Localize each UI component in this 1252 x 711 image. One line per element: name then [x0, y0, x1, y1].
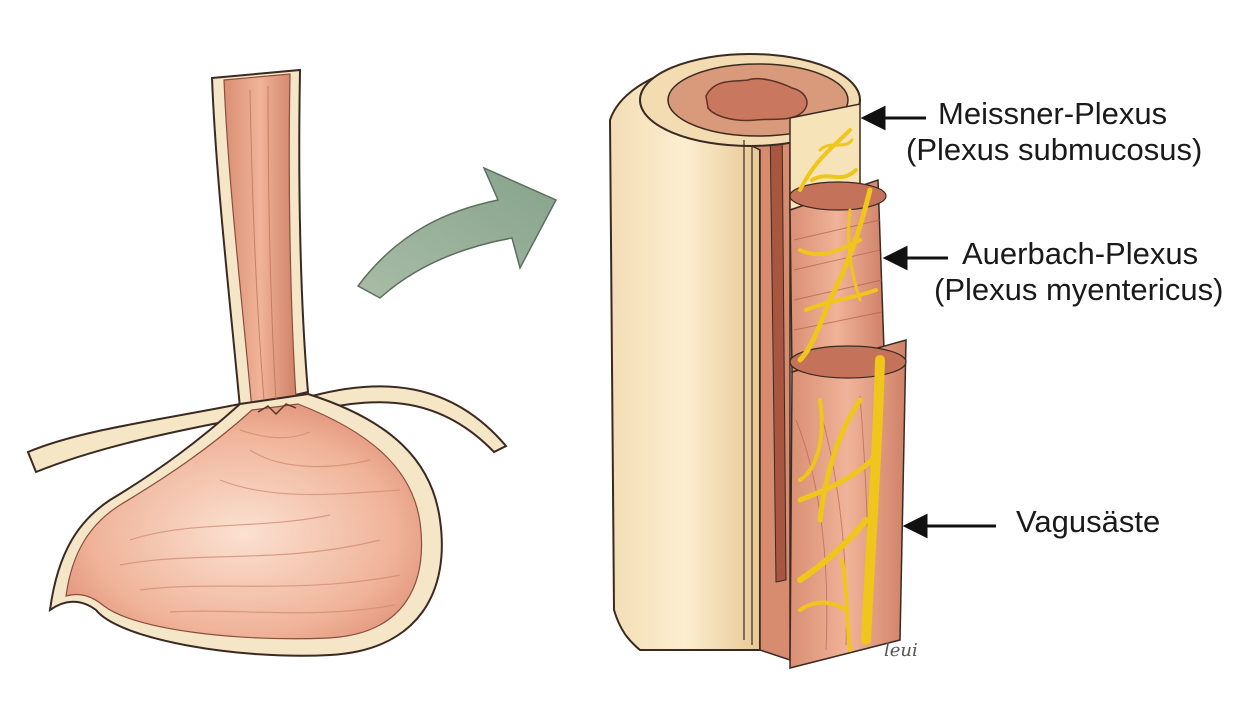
label-meissner-line1: Meissner-Plexus	[938, 96, 1168, 131]
esophagus-stomach-drawing	[26, 68, 508, 657]
zoom-arrow	[356, 166, 558, 299]
label-vagus-branches: Vagusäste	[1016, 504, 1160, 540]
muscle-ring-top	[789, 181, 887, 211]
arrowhead-auerbach	[882, 245, 908, 271]
nerve-plexus	[797, 128, 885, 652]
stomach-interior	[65, 403, 423, 640]
label-meissner-plexus: Meissner-Plexus (Plexus submucosus)	[906, 96, 1202, 168]
arrowhead-vagus	[902, 513, 928, 539]
diaphragm-right	[310, 385, 508, 454]
artist-signature: leui	[884, 640, 918, 661]
label-meissner-line2: (Plexus submucosus)	[906, 132, 1203, 167]
label-auerbach-line1: Auerbach-Plexus	[962, 236, 1199, 271]
gut-wall-cutaway	[608, 53, 907, 669]
label-auerbach-line2: (Plexus myentericus)	[934, 272, 1224, 307]
z-line	[257, 403, 297, 415]
arrowhead-meissner	[860, 105, 886, 131]
label-arrows	[860, 105, 996, 539]
label-vagus-line1: Vagusäste	[1016, 504, 1161, 539]
top-lumen	[705, 77, 808, 122]
label-auerbach-plexus: Auerbach-Plexus (Plexus myentericus)	[934, 236, 1223, 308]
serosa-layer	[608, 58, 761, 651]
